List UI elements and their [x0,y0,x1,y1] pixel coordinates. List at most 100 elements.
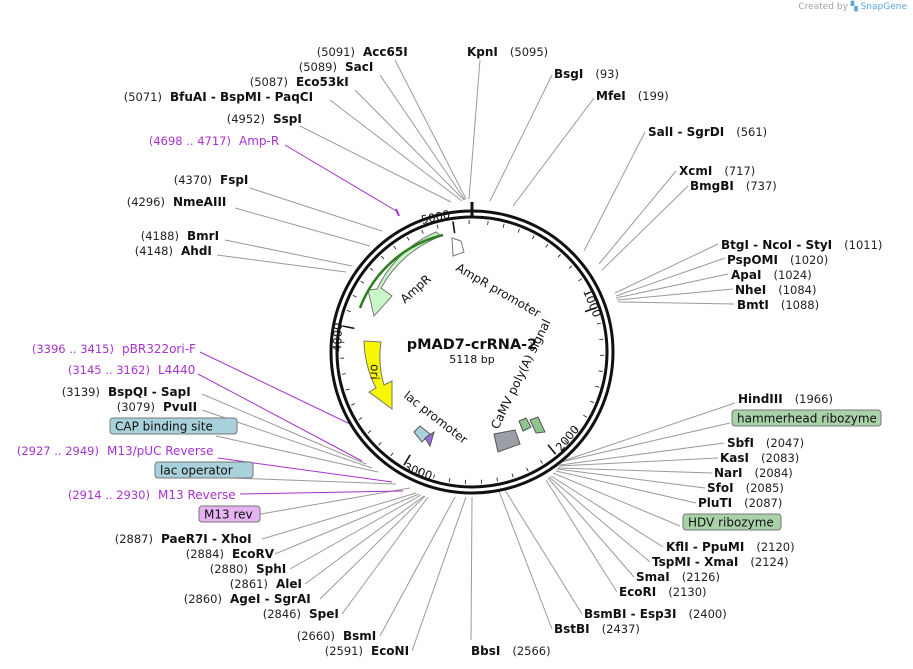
snapgene-logo-icon: ▚ [850,2,858,12]
site-bbsi[interactable]: BbsI(2566) [471,644,551,658]
site-bsmi[interactable]: BsmI(2660) [297,629,377,643]
scale-tick [532,235,535,240]
primer-name-pbr322ori-f: pBR322ori-F [122,342,196,356]
feature-box-label-m13-rev: M13 rev [204,508,253,522]
site-sali-sgrdi[interactable]: SalI - SgrDI(561) [648,125,767,139]
site-name-apai: ApaI [731,268,761,282]
feature-box-hdv-ribozyme[interactable]: HDV ribozyme [682,513,782,531]
site-kpni[interactable]: KpnI(5095) [467,45,548,59]
site-apai[interactable]: ApaI(1024) [731,268,812,282]
feature-box-label-cap-binding-site: CAP binding site [115,420,213,434]
site-econi[interactable]: EcoNI(2591) [325,644,409,658]
primer-m13-puc-reverse[interactable]: M13/pUC Reverse(2927 .. 2949) [17,444,214,458]
site-btgi-ncoi-styi[interactable]: BtgI - NcoI - StyI(1011) [721,238,882,252]
site-bmri[interactable]: BmrI(4188) [141,229,219,243]
feature-box-bg-cap-binding-site [109,417,238,435]
site-tspmi-xmai[interactable]: TspMI - XmaI(2124) [652,555,789,569]
site-bsgi[interactable]: BsgI(93) [554,67,619,81]
site-smai[interactable]: SmaI(2126) [636,570,720,584]
leader-hammerhead-ribozyme [560,422,731,463]
site-acc65i[interactable]: Acc65I(5091) [317,45,408,59]
site-spei[interactable]: SpeI(2846) [263,607,339,621]
primer-name-amp-r: Amp-R [239,134,279,148]
site-bsmbi-esp3i[interactable]: BsmBI - Esp3I(2400) [584,607,727,621]
site-eco53ki[interactable]: Eco53kI(5087) [250,75,349,89]
site-pos-bmri: (4188) [141,229,179,243]
site-sbfi[interactable]: SbfI(2047) [727,436,804,450]
primer-pos-l4440: (3145 .. 3162) [68,363,150,377]
primer-l4440[interactable]: L4440(3145 .. 3162) [68,363,195,377]
site-sfoi[interactable]: SfoI(2085) [707,481,784,495]
site-sphi[interactable]: SphI(2880) [210,562,287,576]
site-name-sphi: SphI [256,562,286,576]
scale-tick [496,477,498,482]
site-alei[interactable]: AleI(2861) [230,577,302,591]
site-agei-sgrai[interactable]: AgeI - SgrAI(2860) [184,592,311,606]
leader-alei [304,495,425,585]
primer-pbr322ori-f[interactable]: pBR322ori-F(3396 .. 3415) [32,342,196,356]
site-kasi[interactable]: KasI(2083) [720,451,799,465]
leader-m13-reverse [239,490,404,495]
leader-agei-sgrai [319,495,426,600]
feature-lac-promoter[interactable]: lac promoter [401,388,470,448]
site-saci[interactable]: SacI(5089) [299,60,374,74]
site-pos-bbsi: (2566) [512,644,550,658]
primer-pos-m13-reverse: (2914 .. 2930) [68,488,150,502]
site-pos-agei-sgrai: (2860) [184,592,222,606]
leader-nari [557,467,713,474]
site-bfuai-bspmi-paqci[interactable]: BfuAI - BspMI - PaqCI(5071) [124,90,313,104]
leader-acc65i [394,59,467,200]
feature-box-lac-operator[interactable]: lac operator [154,461,254,479]
site-pos-ecorv: (2884) [186,547,224,561]
leader-bfuai-bspmi-paqci [329,99,463,202]
feature-box-m13-rev[interactable]: M13 rev [198,505,261,523]
site-bstbi[interactable]: BstBI(2437) [554,622,640,636]
site-ahdi[interactable]: AhdI(4148) [135,244,212,258]
site-paer7i-xhoi[interactable]: PaeR7I - XhoI(2887) [115,532,252,546]
site-name-ahdi: AhdI [181,244,212,258]
site-mfei[interactable]: MfeI(199) [596,89,669,103]
site-nhei[interactable]: NheI(1084) [735,283,816,297]
site-fspi[interactable]: FspI(4370) [174,173,249,187]
site-nari[interactable]: NarI(2084) [714,466,793,480]
leader-l4440 [197,373,363,462]
site-pos-pluti: (2087) [744,496,782,510]
site-ecori[interactable]: EcoRI(2130) [619,585,707,599]
leader-btgi-ncoi-styi [614,243,719,294]
site-bmti[interactable]: BmtI(1088) [737,298,819,312]
site-xcmi[interactable]: XcmI(717) [679,164,755,178]
site-pvuii[interactable]: PvuII(3079) [117,400,197,414]
site-ecorv[interactable]: EcoRV(2884) [186,547,275,561]
site-bspqi-sapi[interactable]: BspQI - SapI(3139) [62,385,191,399]
leader-apai [615,273,729,299]
leader-bspqi-sapi [201,393,367,465]
site-pos-kfli-ppumi: (2120) [756,540,794,554]
site-nmeaiii[interactable]: NmeAIII(4296) [127,195,227,209]
site-name-xcmi: XcmI [679,164,712,178]
site-sspi[interactable]: SspI(4952) [227,112,302,126]
site-pluti[interactable]: PluTI(2087) [698,496,782,510]
tick-label-4000: 4000 [330,322,345,352]
site-bmgbi[interactable]: BmgBI(737) [690,179,777,193]
primer-m13-reverse[interactable]: M13 Reverse(2914 .. 2930) [68,488,236,502]
site-pos-kpni: (5095) [510,45,548,59]
feature-label-ampr: AmpR [398,272,434,306]
site-pspomi[interactable]: PspOMI(1020) [727,253,828,267]
feature-box-cap-binding-site[interactable]: CAP binding site [109,417,238,435]
scale-tick [540,459,543,464]
leader-nhei [616,288,734,301]
leader-sali-sgrdi [583,131,646,252]
primer-pos-amp-r: (4698 .. 4717) [149,134,231,148]
feature-ampr[interactable]: AmpR [358,231,444,318]
site-name-alei: AleI [276,577,302,591]
site-kfli-ppumi[interactable]: KflI - PpuMI(2120) [666,540,795,554]
site-name-nhei: NheI [735,283,766,297]
feature-box-hammerhead-ribozyme[interactable]: hammerhead ribozyme [731,409,882,427]
leader-spei [341,496,429,615]
site-hindiii[interactable]: HindIII(1966) [738,392,833,406]
site-name-nmeaiii: NmeAIII [173,195,226,209]
primer-amp-r[interactable]: Amp-R (4698 .. 4717) [149,134,279,148]
feature-ampr-promoter[interactable]: AmpR promoter [451,237,543,320]
site-labels: Acc65I(5091)SacI(5089)Eco53kI(5087)BfuAI… [17,45,883,658]
feature-ori[interactable]: ori [363,340,393,410]
